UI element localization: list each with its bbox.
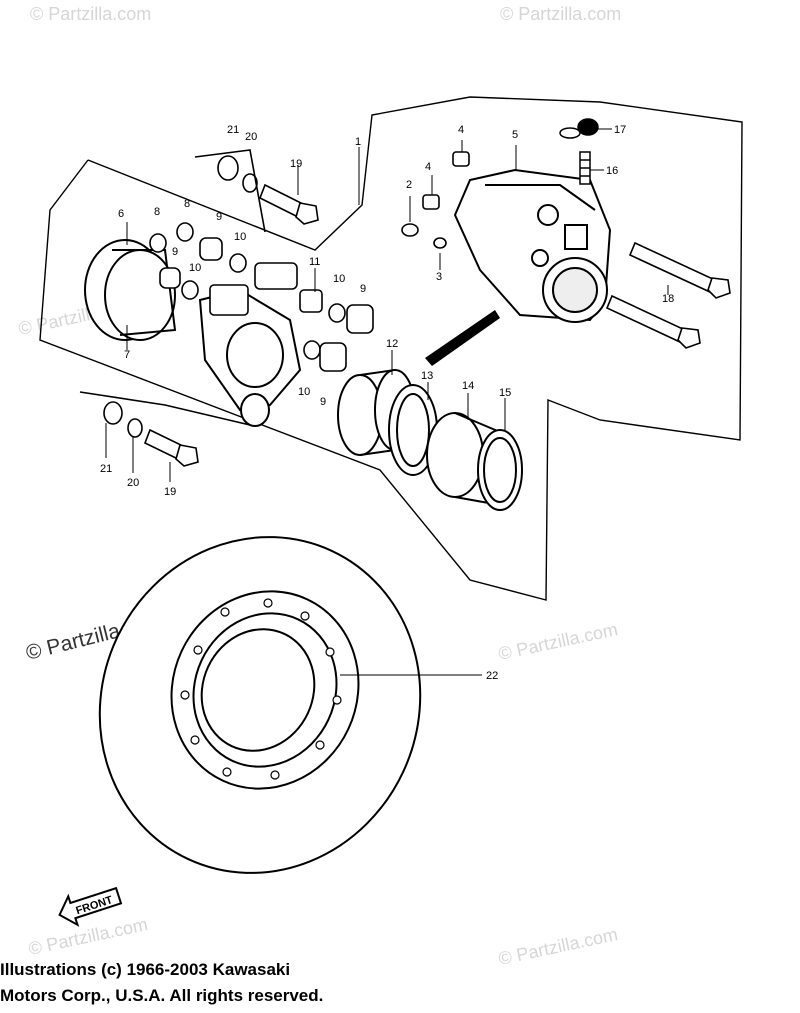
part-label-11: 11: [309, 256, 320, 268]
bleeder-valve: [559, 118, 599, 185]
bolt-set-bottom: [79, 391, 251, 467]
brake-disc: [98, 536, 422, 874]
part-label-22: 22: [486, 670, 498, 682]
part-label-10a: 10: [234, 231, 246, 243]
small-parts-2-3-4: [401, 151, 470, 249]
bushings-and-seals: [149, 222, 374, 372]
part-label-9d: 9: [320, 396, 326, 408]
part-label-21a: 21: [227, 124, 239, 136]
part-label-17: 17: [614, 124, 626, 136]
part-label-16: 16: [606, 165, 618, 177]
leader-lines: [105, 128, 669, 676]
caliper-body: [453, 168, 612, 323]
part-label-6: 6: [118, 208, 124, 220]
part-number-labels: 1 2 3 4 4 5 6 7 8 8 9 9 9 9 10 10 10 10 …: [100, 124, 674, 682]
bolts-18: [605, 241, 731, 349]
watermark-text: © Partzilla.com: [27, 914, 150, 959]
part-label-2: 2: [406, 179, 412, 191]
part-label-13: 13: [421, 370, 433, 382]
part-label-10b: 10: [189, 262, 201, 274]
part-label-19b: 19: [164, 486, 176, 498]
caliper-half-6-7: [84, 239, 177, 341]
part-label-8b: 8: [184, 198, 190, 210]
part-label-1: 1: [355, 136, 361, 148]
part-label-9b: 9: [172, 246, 178, 258]
piston-assembly: [337, 368, 523, 511]
watermark-text: © Partzilla.com: [30, 4, 151, 24]
watermark-text: © Partzilla.com: [500, 4, 621, 24]
part-label-10c: 10: [333, 273, 345, 285]
part-label-18: 18: [662, 293, 674, 305]
part-label-20a: 20: [245, 131, 257, 143]
part-label-21b: 21: [100, 463, 112, 475]
copyright-line-1: Illustrations (c) 1966-2003 Kawasaki: [0, 960, 291, 979]
watermark-text: © Partzilla.com: [497, 924, 620, 969]
part-label-8a: 8: [154, 206, 160, 218]
part-label-19a: 19: [290, 158, 302, 170]
part-label-5: 5: [512, 129, 518, 141]
part-label-9a: 9: [216, 211, 222, 223]
part-label-9c: 9: [360, 283, 366, 295]
watermark-text: © Partzilla.com: [497, 619, 620, 664]
part-label-7: 7: [124, 349, 130, 361]
bolt-set-top: [194, 149, 319, 233]
caliper-mounting-bracket: [198, 288, 302, 427]
part-label-4b: 4: [425, 161, 431, 173]
part-label-12: 12: [386, 338, 398, 350]
assembly-outline: [39, 96, 743, 601]
direction-arrow: [425, 310, 500, 366]
part-label-20b: 20: [127, 477, 139, 489]
part-label-10d: 10: [298, 386, 310, 398]
part-label-3: 3: [436, 271, 442, 283]
part-label-14: 14: [462, 380, 474, 392]
part-label-15: 15: [499, 387, 511, 399]
copyright-line-2: Motors Corp., U.S.A. All rights reserved…: [0, 986, 324, 1005]
part-label-4a: 4: [458, 124, 464, 136]
